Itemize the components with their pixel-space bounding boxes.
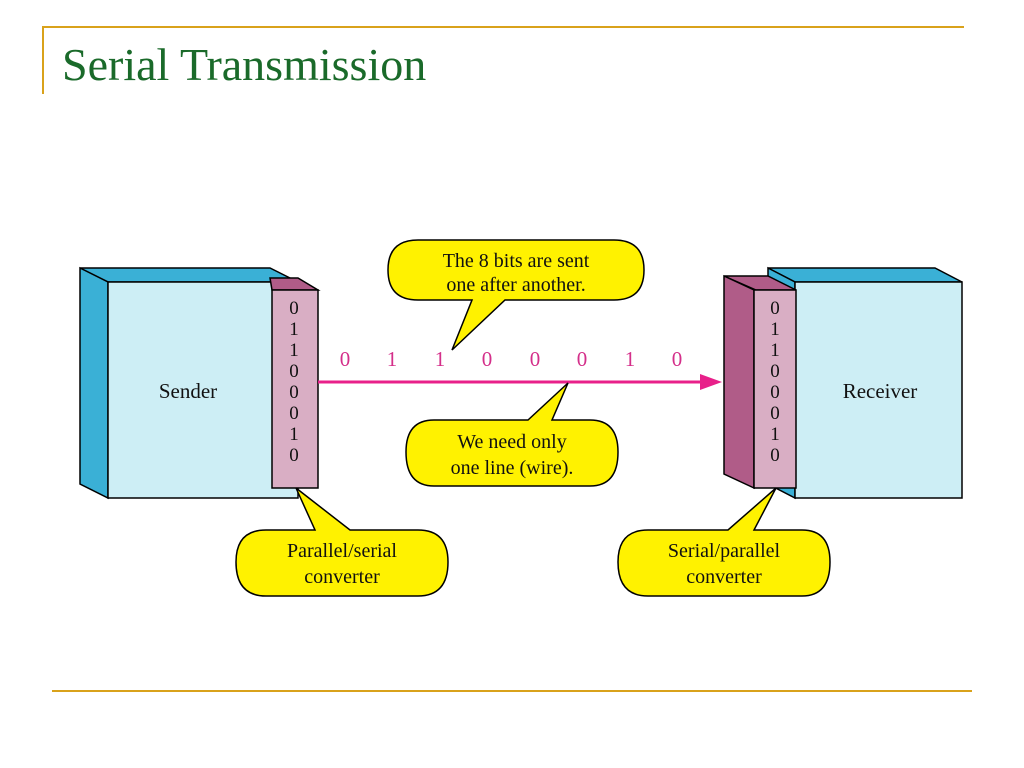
wire-bit: 0: [340, 347, 351, 371]
receiver-bit: 1: [770, 319, 780, 340]
title-left-rule: [42, 26, 44, 94]
sender-box: Sender: [79, 266, 299, 500]
sender-bit: 0: [289, 361, 299, 382]
wire-bit: 0: [530, 347, 541, 371]
footer-rule: [52, 690, 972, 692]
slide-title: Serial Transmission: [62, 39, 427, 90]
callout-one-line-bubble: [405, 382, 619, 487]
callout-serial-parallel-line2: converter: [686, 566, 762, 588]
callout-bits-sent-line2: one after another.: [446, 274, 585, 296]
callout-one-line-line1: We need only: [457, 431, 566, 453]
callout-serial-parallel: Serial/parallel converter: [617, 487, 831, 597]
wire-bit: 0: [672, 347, 683, 371]
sender-bit: 0: [289, 382, 299, 403]
sender-box-front: [107, 281, 299, 499]
sender-converter-front: [271, 289, 319, 489]
receiver-label: Receiver: [843, 379, 918, 403]
sender-bit: 1: [289, 424, 299, 445]
sender-bit: 0: [289, 403, 299, 424]
wire-bit: 1: [435, 347, 446, 371]
sender-bit: 0: [289, 298, 299, 319]
receiver-bit: 0: [770, 382, 780, 403]
receiver-bit: 1: [770, 424, 780, 445]
callout-parallel-serial: Parallel/serial converter: [235, 487, 449, 597]
callout-parallel-serial-bubble: [235, 487, 449, 597]
serial-wire: 0 1 1 0 0 0 1 0: [318, 347, 722, 390]
serial-parallel-converter: 0 1 1 0 0 0 1 0: [723, 274, 797, 490]
callout-bits-sent: The 8 bits are sent one after another.: [387, 239, 645, 351]
wire-bits: 0 1 1 0 0 0 1 0: [340, 347, 683, 371]
receiver-converter-front: [753, 289, 797, 489]
callout-parallel-serial-line2: converter: [304, 566, 380, 588]
wire-bit: 1: [625, 347, 636, 371]
receiver-bit: 0: [770, 445, 780, 466]
receiver-box-top: [767, 267, 963, 283]
callout-serial-parallel-line1: Serial/parallel: [668, 540, 781, 562]
sender-box-side: [79, 266, 109, 500]
title-top-rule: [42, 26, 964, 28]
receiver-bit: 1: [770, 340, 780, 361]
wire-bit: 0: [577, 347, 588, 371]
sender-bit: 0: [289, 445, 299, 466]
sender-bit: 1: [289, 319, 299, 340]
receiver-box-front: [794, 281, 963, 499]
callout-bits-sent-line1: The 8 bits are sent: [443, 250, 590, 272]
sender-box-top: [79, 267, 299, 283]
receiver-bit: 0: [770, 298, 780, 319]
callout-serial-parallel-bubble: [617, 487, 831, 597]
callout-parallel-serial-line1: Parallel/serial: [287, 540, 397, 562]
sender-label: Sender: [159, 379, 217, 403]
parallel-serial-converter: 0 1 1 0 0 0 1 0: [269, 277, 321, 489]
receiver-box: Receiver: [767, 266, 963, 500]
callout-one-line-line2: one line (wire).: [451, 457, 574, 479]
sender-bit-stack: 0 1 1 0 0 0 1 0: [289, 298, 299, 466]
wire-arrowhead: [700, 374, 722, 390]
receiver-bit-stack: 0 1 1 0 0 0 1 0: [770, 298, 780, 466]
callout-bits-sent-bubble: [387, 239, 645, 351]
receiver-bit: 0: [770, 403, 780, 424]
receiver-converter-side: [723, 274, 755, 490]
sender-converter-top: [269, 277, 321, 291]
receiver-bit: 0: [770, 361, 780, 382]
callout-one-line: We need only one line (wire).: [405, 382, 619, 487]
sender-bit: 1: [289, 340, 299, 361]
wire-bit: 0: [482, 347, 493, 371]
wire-bit: 1: [387, 347, 398, 371]
